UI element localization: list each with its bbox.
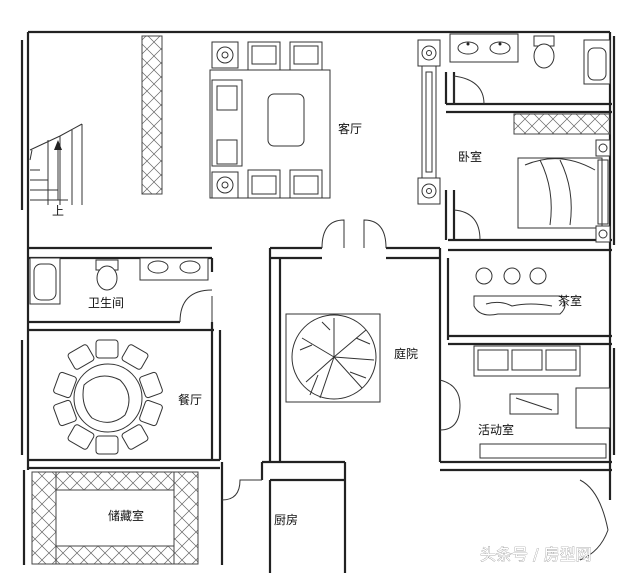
- tea-room-furniture: [473, 267, 566, 316]
- vanity-left: [139, 257, 209, 281]
- label-bedroom: 卧室: [458, 149, 482, 164]
- label-storage-room: 储藏室: [108, 508, 144, 523]
- dining-table: [53, 339, 163, 455]
- label-tea-room: 茶室: [558, 293, 582, 308]
- label-bathroom: 卫生间: [88, 296, 124, 310]
- vanity-top-right: [449, 33, 519, 63]
- courtyard-tree: [285, 313, 381, 403]
- hatched-pillars: [31, 35, 611, 565]
- bed: [517, 139, 611, 243]
- exterior-walls: [20, 30, 616, 565]
- label-dining-room: 餐厅: [178, 392, 202, 407]
- bathtub-left: [29, 257, 61, 305]
- watermark: 头条号 / 房型网: [480, 545, 592, 564]
- staircase: [29, 123, 83, 205]
- label-stairs-up: 上: [52, 204, 64, 218]
- sofa-set: [209, 41, 331, 199]
- tv-cabinet: [417, 39, 441, 205]
- doors: [179, 75, 609, 561]
- label-activity-room: 活动室: [478, 422, 514, 437]
- label-kitchen: 厨房: [274, 512, 298, 527]
- toilet-left: [95, 259, 119, 291]
- activity-room-furniture: [473, 345, 611, 459]
- label-living-room: 客厅: [338, 121, 362, 136]
- bathtub-top-right: [583, 39, 611, 85]
- toilet-top-right: [533, 35, 555, 69]
- room-labels: 客厅 卧室 上 卫生间 茶室 餐厅 庭院 活动室 储藏室 厨房: [52, 121, 582, 527]
- interior-walls: [28, 72, 612, 573]
- label-courtyard: 庭院: [394, 346, 418, 361]
